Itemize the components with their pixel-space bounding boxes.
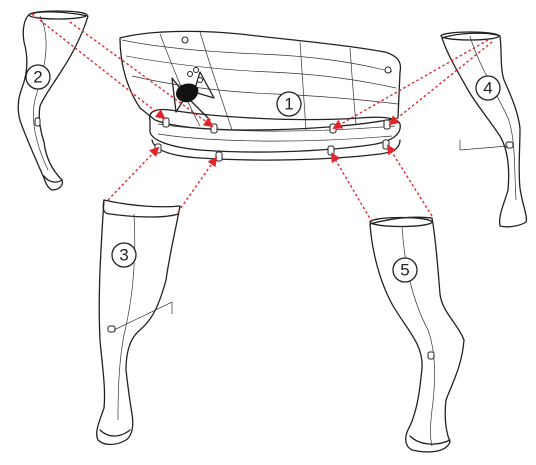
right-arm [18, 11, 88, 190]
part-label-right-arm: 2 [26, 65, 50, 89]
part-label-left-arm: 4 [476, 76, 500, 100]
dashed-red-arrow-icon [108, 148, 158, 200]
svg-text:4: 4 [483, 79, 492, 98]
left-leg [370, 217, 464, 452]
right-leg [97, 200, 180, 445]
torso [120, 31, 400, 160]
left-arm [441, 32, 526, 227]
svg-text:2: 2 [33, 68, 42, 87]
dashed-red-arrow-icon [178, 158, 216, 212]
svg-text:1: 1 [284, 95, 293, 114]
dashed-red-arrow-icon [388, 146, 432, 216]
svg-text:3: 3 [119, 246, 128, 265]
part-label-torso: 1 [277, 92, 301, 116]
part-label-right-leg: 3 [112, 243, 136, 267]
dashed-red-arrow-icon [332, 154, 372, 222]
part-label-left-leg: 5 [393, 258, 417, 282]
svg-text:5: 5 [400, 261, 409, 280]
dashed-red-arrow-icon [32, 14, 164, 118]
